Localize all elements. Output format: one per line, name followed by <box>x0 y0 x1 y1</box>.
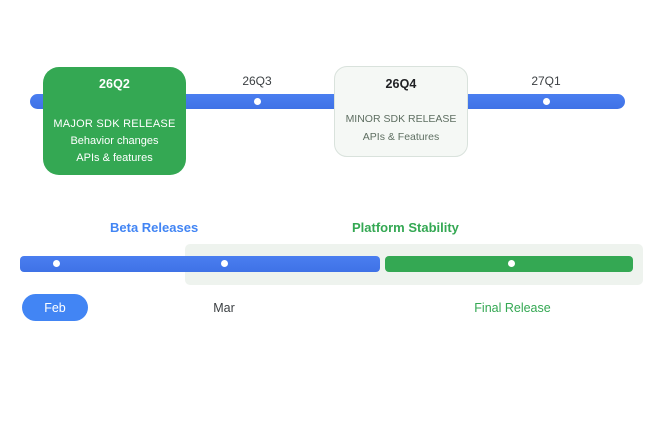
release-dot-final <box>508 260 515 267</box>
quarter-detail-line: APIs & features <box>76 152 153 164</box>
quarter-detail-line: MINOR SDK RELEASE <box>345 113 457 125</box>
month-marker-feb-label: Feb <box>44 300 66 315</box>
quarter-details-26q2: MAJOR SDK RELEASE Behavior changes APIs … <box>43 116 186 167</box>
quarter-label-26q4: 26Q4 <box>385 77 417 91</box>
beta-releases-bar <box>20 256 380 272</box>
quarter-label-26q3: 26Q3 <box>242 74 272 88</box>
phase-title-beta-releases: Beta Releases <box>110 220 199 235</box>
timeline-dot-26q3 <box>254 98 261 105</box>
month-marker-final-release: Final Release <box>474 301 551 315</box>
quarter-detail-line: APIs & Features <box>362 131 440 143</box>
quarter-details-26q4: MINOR SDK RELEASE APIs & Features <box>335 110 467 146</box>
phase-title-platform-stability: Platform Stability <box>352 220 459 235</box>
timeline-dot-27q1 <box>543 98 550 105</box>
month-marker-mar: Mar <box>213 301 235 315</box>
month-marker-feb[interactable]: Feb <box>22 294 88 321</box>
quarter-detail-line: MAJOR SDK RELEASE <box>53 118 176 130</box>
release-dot-feb <box>53 260 60 267</box>
quarter-label-27q1: 27Q1 <box>531 74 561 88</box>
quarter-detail-line: Behavior changes <box>70 135 159 147</box>
release-dot-mar <box>221 260 228 267</box>
quarter-label-26q2: 26Q2 <box>99 77 130 91</box>
quarter-card-26q2[interactable]: 26Q2 MAJOR SDK RELEASE Behavior changes … <box>43 67 186 175</box>
top-quarter-timeline: 26Q2 MAJOR SDK RELEASE Behavior changes … <box>0 0 664 200</box>
quarter-card-26q4[interactable]: 26Q4 MINOR SDK RELEASE APIs & Features <box>334 66 468 157</box>
